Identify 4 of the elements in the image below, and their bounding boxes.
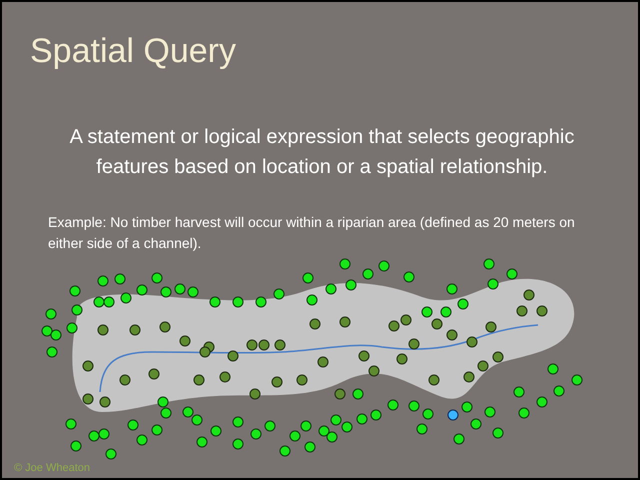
- example-text: Example: No timber harvest will occur within a riparian area (defined as 20 meters on either side of a channel).: [48, 213, 576, 253]
- slide-title: Spatial Query: [30, 32, 236, 71]
- definition-text: A statement or logical expression that selects geographic features based on location or a spatial relationship.: [68, 125, 576, 180]
- credit-text: © Joe Wheaton: [14, 462, 90, 474]
